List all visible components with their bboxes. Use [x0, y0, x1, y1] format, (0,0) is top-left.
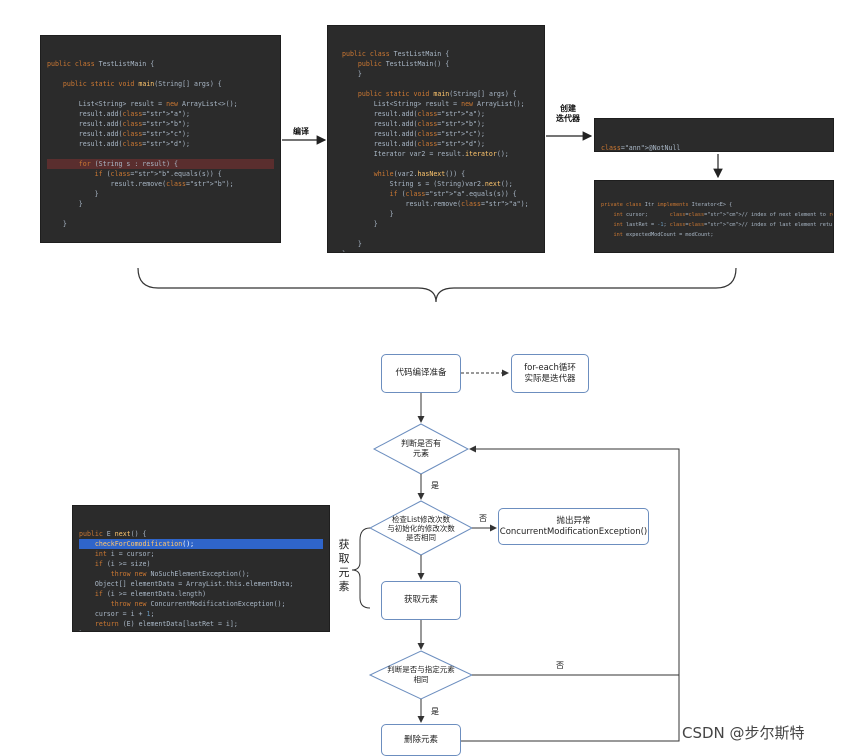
flow-get-element-text: 获取元素 [403, 595, 438, 605]
code-line: result.add(class="str">"a"); [342, 110, 485, 118]
code-line: } [342, 249, 538, 252]
code-line: public static void main(String[] args) { [357, 90, 517, 98]
code-lines: class="ann">@NotNullpublic Iterator<E> i… [601, 143, 827, 152]
flow-foreach-note-text: for-each循环 实际是迭代器 [524, 362, 576, 384]
code-panel-itr-class: private class Itr implements Iterator<E>… [594, 180, 834, 253]
code-line: int lastRet = -1; class=class="str">"cm"… [613, 222, 834, 229]
code-line: } [79, 629, 323, 631]
watermark: CSDN @步尔斯特 [682, 724, 805, 742]
code-line: result.add(class="str">"c"); [342, 130, 485, 138]
code-line: int i = cursor; [94, 550, 155, 558]
code-line: int expectedModCount = modCount; [613, 232, 714, 239]
diamond-equals-text: 判断是否与指定元素 相同 [387, 665, 455, 684]
code-line: List<String> result = new ArrayList(); [342, 100, 525, 108]
code-lines: private class Itr implements Iterator<E>… [601, 201, 834, 252]
code-line: } [47, 220, 67, 228]
code-line: Iterator var2 = result.iterator(); [342, 150, 509, 158]
label-no-equals: 否 [556, 661, 564, 670]
code-line: result.remove(class="str">"a"); [342, 200, 529, 208]
code-line: while(var2.hasNext()) { [373, 170, 466, 178]
flow-delete: 删除元素 [381, 724, 461, 756]
diamond-check-mod-text: 检查List修改次数 与初始化的修改次数 是否相同 [387, 514, 455, 542]
code-line: } [342, 210, 394, 218]
create-iterator-label: 创建 迭代器 [556, 104, 580, 123]
side-label-get-element: 获取元素 [338, 538, 350, 593]
code-line: result.add(class="str">"d"); [342, 140, 485, 148]
code-line: List<String> result = new ArrayList<>(); [47, 100, 238, 108]
label-yes-equals: 是 [431, 707, 439, 716]
code-line: result.add(class="str">"a"); [47, 110, 190, 118]
code-line: Object[] elementData = ArrayList.this.el… [79, 580, 294, 588]
code-line: if (class="str">"a".equals(s)) { [389, 190, 517, 198]
label-yes-hasnext: 是 [431, 481, 439, 490]
code-panel-decompiled: public class TestListMain { public TestL… [327, 25, 545, 253]
flow-foreach-note: for-each循环 实际是迭代器 [511, 354, 589, 393]
code-line: checkForComodification(); [79, 539, 323, 549]
code-line: result.add(class="str">"b"); [47, 120, 190, 128]
code-lines: public E next() { checkForComodification… [79, 529, 323, 631]
code-line: } [342, 70, 362, 78]
code-panel-next-method: public E next() { checkForComodification… [72, 505, 330, 632]
compile-label: 编译 [293, 127, 309, 136]
code-line: public TestListMain() { [357, 60, 450, 68]
code-line: for (String s : result) { [47, 159, 274, 169]
code-line: throw new NoSuchElementException(); [110, 570, 250, 578]
flow-prepare: 代码编译准备 [381, 354, 461, 393]
code-line: if (class="str">"b".equals(s)) { [94, 170, 222, 178]
code-line: class="ann">@NotNull [601, 144, 681, 152]
code-line: result.remove(class="str">"b"); [47, 180, 234, 188]
top-brace [137, 267, 737, 303]
code-line: result.add(class="str">"d"); [47, 140, 190, 148]
code-line: public class TestListMain { [342, 50, 450, 58]
left-brace [351, 527, 371, 609]
code-lines: public class TestListMain { public TestL… [342, 49, 538, 252]
code-line: public static void main(String[] args) { [62, 80, 222, 88]
flow-throw-text: 抛出异常 ConcurrentModificationException() [499, 515, 648, 537]
flow-delete-text: 删除元素 [403, 734, 438, 745]
flow-throw: 抛出异常 ConcurrentModificationException() [498, 508, 649, 545]
code-line: return (E) elementData[lastRet = i]; [94, 620, 238, 628]
code-panel-source: public class TestListMain { public stati… [40, 35, 281, 243]
code-line: } [47, 200, 83, 208]
code-line: if (i >= size) [94, 560, 151, 568]
code-line: private class Itr implements Iterator<E>… [601, 202, 733, 209]
code-line: } [47, 190, 99, 198]
code-line: } [342, 240, 362, 248]
code-line: result.add(class="str">"b"); [342, 120, 485, 128]
code-line: int cursor; class=class="str">"cm">// in… [613, 212, 834, 219]
code-lines: public class TestListMain { public stati… [47, 59, 274, 229]
code-line: if (i >= elementData.length) [94, 590, 207, 598]
code-line: public class TestListMain { [47, 60, 155, 68]
code-line: result.add(class="str">"c"); [47, 130, 190, 138]
code-panel-iterator-method: class="ann">@NotNullpublic Iterator<E> i… [594, 118, 834, 152]
code-line: String s = (String)var2.next(); [342, 180, 513, 188]
loop-back-line-delete [461, 445, 680, 742]
code-line: } [342, 220, 378, 228]
code-line: public E next() { [79, 530, 147, 538]
label-no-check: 否 [479, 514, 487, 523]
code-line: throw new ConcurrentModificationExceptio… [110, 600, 286, 608]
diamond-has-next-text: 判断是否有 元素 [401, 439, 441, 458]
flow-get-element: 获取元素 [381, 581, 461, 620]
code-line: cursor = i + 1; [79, 610, 155, 618]
flow-prepare-text: 代码编译准备 [395, 368, 447, 378]
